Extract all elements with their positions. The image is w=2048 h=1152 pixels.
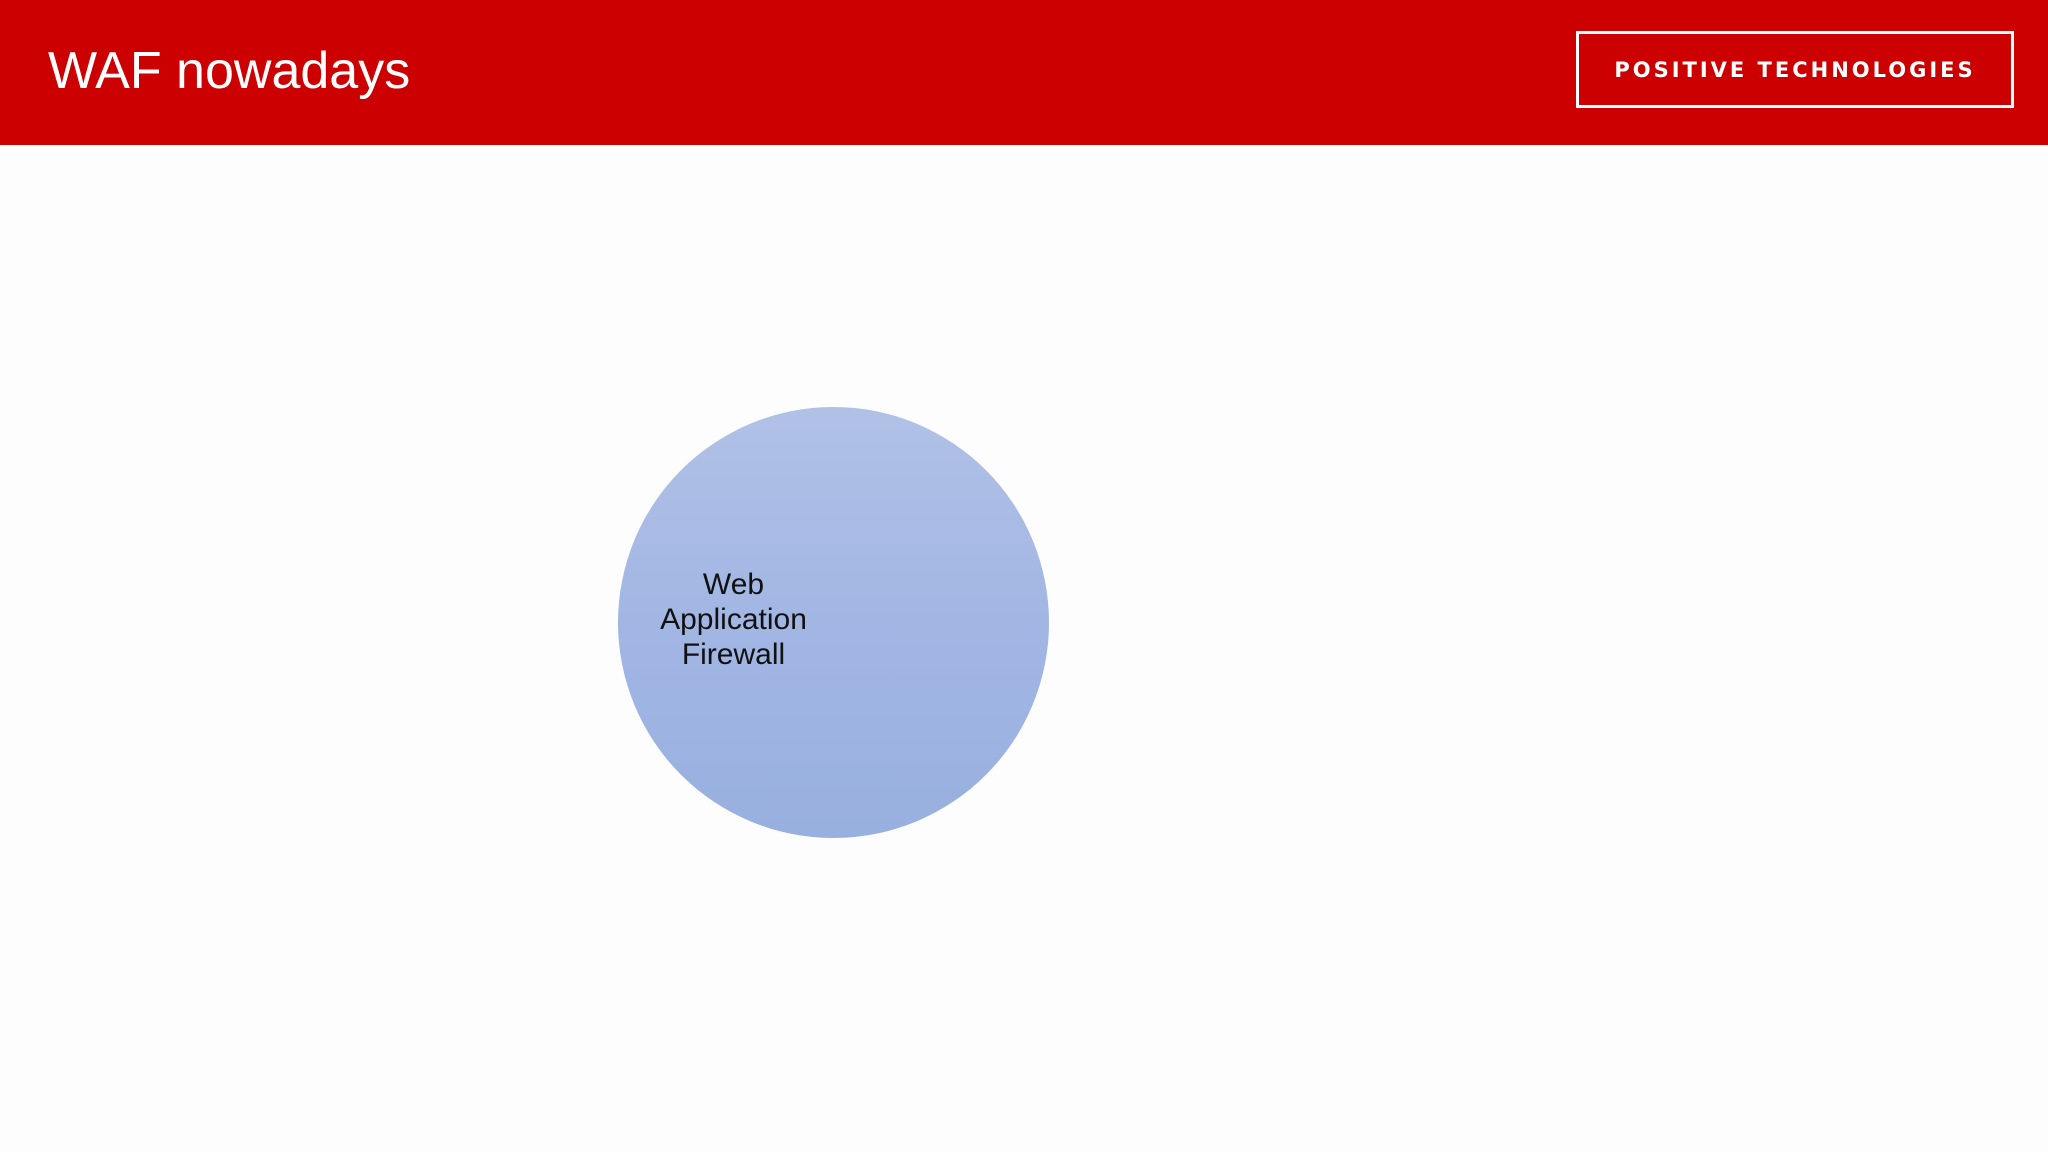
header-bar: WAF nowadays POSITIVE TECHNOLOGIES xyxy=(0,0,2048,145)
waf-circle-node xyxy=(618,407,1049,838)
circle-label-line: Firewall xyxy=(681,638,786,671)
slide-title: WAF nowadays xyxy=(48,42,411,100)
circle-label-line: Web xyxy=(702,568,765,601)
circle-label-line: Application xyxy=(660,603,807,636)
waf-circle-label: Web Application Firewall xyxy=(618,567,849,672)
company-logo: POSITIVE TECHNOLOGIES xyxy=(1576,31,2014,108)
logo-text: POSITIVE TECHNOLOGIES xyxy=(1614,57,1976,82)
